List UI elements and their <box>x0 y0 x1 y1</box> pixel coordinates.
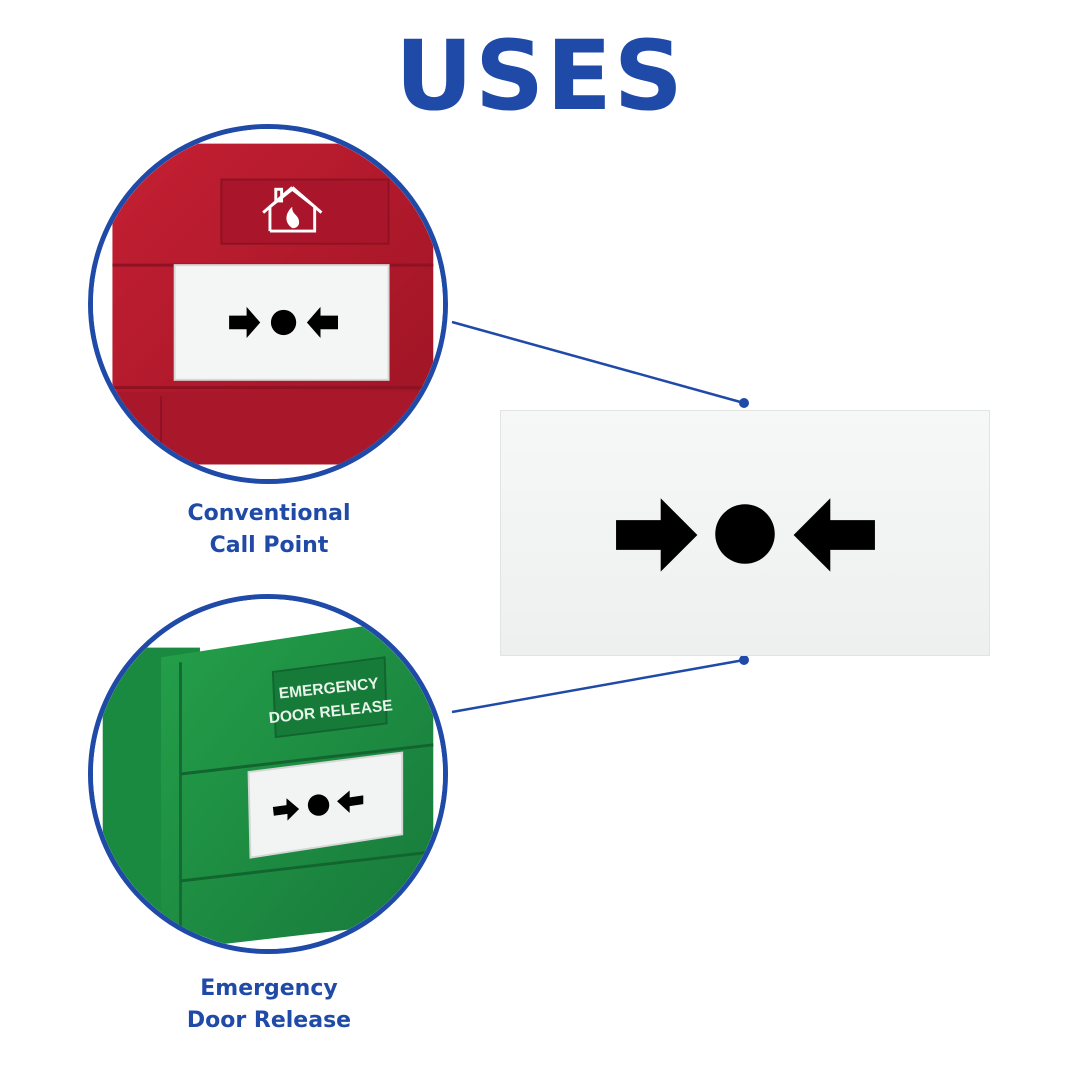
press-point-symbol <box>616 498 875 572</box>
door-release-image: EMERGENCY DOOR RELEASE <box>88 594 448 954</box>
replacement-glass-panel <box>500 410 990 656</box>
emergency-door-release-caption: Emergency Door Release <box>119 973 419 1037</box>
conventional-call-point-caption: Conventional Call Point <box>119 498 419 562</box>
caption-line: Conventional <box>187 501 351 526</box>
green-door-release-illustration: EMERGENCY DOOR RELEASE <box>93 599 443 949</box>
red-call-point-illustration <box>93 129 443 479</box>
dot-icon <box>715 504 775 564</box>
call-point-image <box>88 124 448 484</box>
page-title: USES <box>395 20 685 132</box>
fire-house-icon <box>262 186 323 233</box>
connector-dot-top <box>739 398 749 408</box>
arrow-right-icon <box>616 498 698 572</box>
caption-line: Door Release <box>186 1008 352 1033</box>
caption-line: Call Point <box>209 533 329 558</box>
caption-line: Emergency <box>200 976 338 1001</box>
connector-line-bottom <box>451 658 745 714</box>
arrow-left-icon <box>793 498 875 572</box>
connector-dot-bottom <box>739 655 749 665</box>
connector-line-top <box>451 320 745 405</box>
